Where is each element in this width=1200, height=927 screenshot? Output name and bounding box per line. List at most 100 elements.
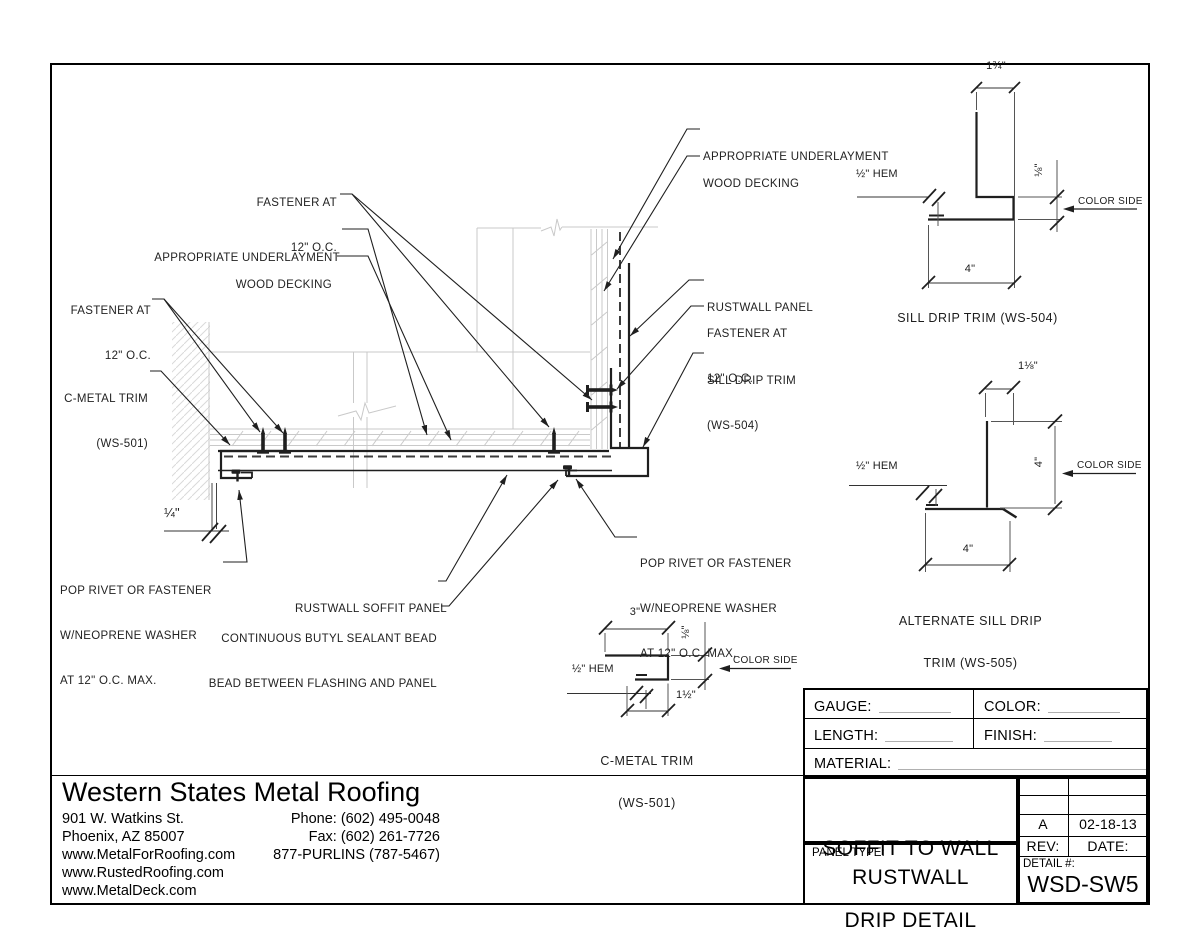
callout-pop-rivet-left: POP RIVET OR FASTENER W/NEOPRENE WASHER … xyxy=(60,554,212,719)
callout-line: RUSTWALL PANEL xyxy=(707,302,814,314)
callout-line: SILL DRIP TRIM xyxy=(707,375,796,387)
revision-table-line xyxy=(1020,856,1146,857)
reference-framing xyxy=(172,218,658,500)
finish-blank xyxy=(1043,729,1112,742)
material-blank xyxy=(898,757,1147,770)
panel-type-value: RUSTWALL xyxy=(852,866,969,889)
rev-label: REV: xyxy=(1026,838,1060,854)
material-field: MATERIAL: xyxy=(814,756,1147,772)
ws505-title: ALTERNATE SILL DRIP TRIM (WS-505) xyxy=(888,586,1053,698)
callout-line: 12" O.C. xyxy=(104,350,151,362)
callout-line: POP RIVET OR FASTENER xyxy=(60,585,212,597)
callout-line: (WS-501) xyxy=(96,438,148,450)
finish-field: FINISH: xyxy=(984,728,1112,744)
callout-line: CONTINUOUS BUTYL SEALANT BEAD xyxy=(221,633,437,645)
callout-fastener-top: FASTENER AT 12" O.C. xyxy=(257,166,337,286)
ws505-title-line: TRIM (WS-505) xyxy=(923,656,1018,670)
callout-line: AT 12" O.C. MAX. xyxy=(640,648,737,660)
ws501-color-side-label: COLOR SIDE xyxy=(733,655,798,666)
callout-line: BEAD BETWEEN FLASHING AND PANEL xyxy=(208,678,437,690)
ws505-dim-bottom: 4" xyxy=(962,543,974,555)
callout-rustwall-soffit-panel: RUSTWALL SOFFIT PANEL xyxy=(295,572,447,647)
callout-line: 12" O.C. xyxy=(290,242,337,254)
callout-line: (WS-504) xyxy=(707,420,759,432)
callout-line: C-METAL TRIM xyxy=(64,393,148,405)
callout-line: WOOD DECKING xyxy=(703,178,800,190)
ws501-title-line: C-METAL TRIM xyxy=(600,754,694,768)
ws504-dim-bottom: 4" xyxy=(964,263,976,275)
spec-table-line xyxy=(805,748,1146,749)
company-address1: 901 W. Watkins St. xyxy=(62,811,184,827)
callout-line: APPROPRIATE UNDERLAYMENT xyxy=(154,252,340,264)
panel-type-cell xyxy=(803,843,1018,905)
ws504-hem-label: ½" HEM xyxy=(856,168,898,180)
color-field: COLOR: xyxy=(984,699,1120,715)
gauge-blank xyxy=(878,700,951,713)
ws504-dim-side: ⅛" xyxy=(1033,163,1045,177)
callout-fastener-left: FASTENER AT 12" O.C. xyxy=(71,274,151,394)
callout-wood-decking-right: WOOD DECKING xyxy=(703,147,799,222)
callout-sill-drip-trim: SILL DRIP TRIM (WS-504) xyxy=(707,344,796,464)
callout-line: W/NEOPRENE WASHER xyxy=(60,630,197,642)
gauge-field: GAUGE: xyxy=(814,699,951,715)
ws505-hem-label: ½" HEM xyxy=(856,460,898,472)
company-name: Western States Metal Roofing xyxy=(62,777,421,807)
ws501-title: C-METAL TRIM (WS-501) xyxy=(582,726,712,838)
spec-table xyxy=(803,688,1148,777)
callout-line: WOOD DECKING xyxy=(235,279,332,291)
color-label: COLOR: xyxy=(984,699,1041,715)
panel-type-label: PANEL TYPE: xyxy=(812,847,885,859)
ws505-title-line: ALTERNATE SILL DRIP xyxy=(898,614,1043,628)
drawing-title-line: SOFFIT TO WALL xyxy=(822,837,999,860)
length-blank xyxy=(885,729,954,742)
ws504-dim-top: 1¾" xyxy=(986,60,1006,72)
callout-rustwall-panel: RUSTWALL PANEL xyxy=(707,271,813,346)
finish-label: FINISH: xyxy=(984,728,1037,744)
detail-number: WSD-SW5 xyxy=(1027,871,1139,897)
drawing-title: SOFFIT TO WALL DRIP DETAIL xyxy=(805,789,1016,927)
ws501-title-line: (WS-501) xyxy=(618,796,676,810)
spec-table-line xyxy=(805,718,1146,719)
titleblock-top-divider xyxy=(50,775,803,776)
drawing-title-line: DRIP DETAIL xyxy=(844,909,977,927)
company-web1: www.MetalForRoofing.com xyxy=(62,847,236,863)
date-label: DATE: xyxy=(1087,838,1129,854)
callout-line: FASTENER AT xyxy=(707,328,788,340)
quarter-dim-lines xyxy=(164,483,229,544)
dim-quarter-inch: ¼" xyxy=(164,505,180,520)
length-label: LENGTH: xyxy=(814,728,879,744)
company-web2: www.RustedRoofing.com xyxy=(62,865,224,881)
callout-underlayment-left: APPROPRIATE UNDERLAYMENT xyxy=(154,221,340,296)
ws505-profile xyxy=(849,380,1136,572)
sheet-border xyxy=(50,63,1150,905)
company-fax: Fax: (602) 261-7726 xyxy=(308,829,440,845)
detail-number-label: DETAIL #: xyxy=(1023,858,1075,870)
company-address2: Phoenix, AZ 85007 xyxy=(62,829,185,845)
company-phone: Phone: (602) 495-0048 xyxy=(290,811,440,827)
length-field: LENGTH: xyxy=(814,728,954,744)
ws505-color-side-label: COLOR SIDE xyxy=(1077,460,1142,471)
revision-table-line xyxy=(1020,795,1146,796)
drawing-title-cell xyxy=(803,777,1018,843)
callout-wood-decking-left: WOOD DECKING xyxy=(236,248,332,323)
gauge-label: GAUGE: xyxy=(814,699,872,715)
revision-table-line xyxy=(1020,836,1146,837)
callout-line: W/NEOPRENE WASHER xyxy=(640,603,777,615)
ws505-dim-top: 1⅛" xyxy=(1018,360,1038,372)
revision-table-line xyxy=(1020,814,1146,815)
fasteners xyxy=(231,384,618,482)
ws501-dim-bottom: 1½" xyxy=(676,689,696,701)
callout-pop-rivet-right: POP RIVET OR FASTENER W/NEOPRENE WASHER … xyxy=(640,527,792,692)
callout-c-metal-trim: C-METAL TRIM (WS-501) xyxy=(64,362,148,482)
ws504-color-side-label: COLOR SIDE xyxy=(1078,196,1143,207)
callout-line: 12" O.C. xyxy=(707,373,754,385)
ws501-hem-label: ½" HEM xyxy=(572,663,614,675)
callout-fastener-right: FASTENER AT 12" O.C. xyxy=(707,297,787,417)
callout-butyl-sealant: CONTINUOUS BUTYL SEALANT BEAD BEAD BETWE… xyxy=(209,602,437,722)
ws505-dim-side: 4" xyxy=(1033,456,1045,468)
callout-line: RUSTWALL SOFFIT PANEL xyxy=(295,603,447,615)
ws504-title: SILL DRIP TRIM (WS-504) xyxy=(897,311,1058,325)
callout-line: POP RIVET OR FASTENER xyxy=(640,558,792,570)
callout-line: FASTENER AT xyxy=(256,197,337,209)
